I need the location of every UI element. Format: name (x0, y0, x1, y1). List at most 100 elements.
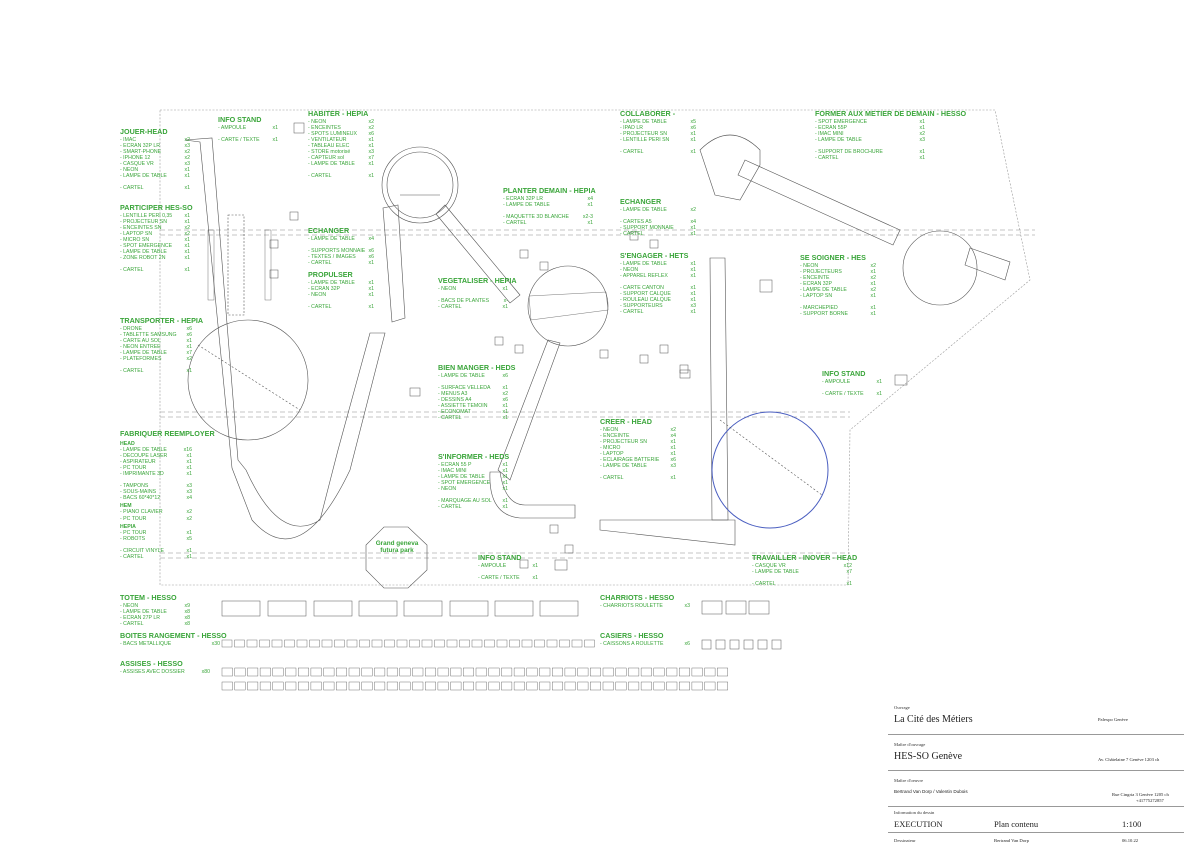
charriot-row (701, 600, 770, 615)
item-qty: x4 (587, 195, 593, 202)
storage-box (509, 639, 520, 648)
item-label: - ECRAN 32P (800, 280, 832, 287)
item-qty: x1 (368, 285, 374, 292)
seat (399, 681, 411, 691)
item-qty: x1 (502, 504, 508, 511)
item-qty: x1 (502, 408, 508, 415)
seating-rows (207, 229, 272, 301)
item-label: - CARTEL (815, 154, 839, 161)
item-label: - AMPOULE (218, 124, 247, 131)
item-qty: x1 (184, 173, 190, 180)
seat (234, 667, 246, 677)
item-qty: x3 (919, 136, 925, 143)
seat (361, 681, 373, 691)
item-qty: x1 (690, 224, 696, 231)
item-qty: x1 (690, 290, 696, 297)
item-qty: x1 (919, 148, 925, 155)
seat (374, 667, 386, 677)
item-qty: x1 (186, 452, 192, 459)
maitre-oeuvre-caption: Maître d'oeuvre (894, 778, 924, 783)
item-qty: x6 (368, 130, 374, 137)
storage-box (471, 639, 483, 648)
item-label: - PROJECTEUR SN (120, 218, 167, 225)
item-qty: x1 (919, 118, 925, 125)
seat (412, 681, 424, 691)
item-label: - CARTEL (120, 267, 144, 274)
item-label: - VENTILATEUR (308, 136, 347, 143)
seat (691, 667, 703, 677)
seat (679, 681, 690, 691)
seat (412, 667, 424, 677)
item-qty: x2 (368, 124, 374, 131)
seat (437, 681, 449, 691)
seat (564, 667, 576, 677)
item-row: - CARTE / TEXTE x1 (478, 575, 538, 581)
item-qty: x2 (870, 274, 876, 281)
storage-box (384, 639, 395, 648)
item-label: - NEON (308, 291, 327, 298)
item-label: - CARTEL (308, 303, 332, 310)
item-label: - CARTEL (120, 368, 144, 375)
item-label: - ECONOMAT (438, 408, 471, 415)
item-label: - APPAREL REFLEX (620, 272, 668, 279)
item-label: - SPOTS LUMINEUX (308, 130, 358, 137)
item-qty: x1 (186, 464, 192, 471)
seat (450, 667, 462, 677)
item-label: - CARTEL (438, 504, 462, 511)
storage-box (546, 639, 558, 648)
item-qty: x1 (532, 574, 538, 581)
seat (513, 667, 525, 677)
item-label: - BACS METALLIQUE (120, 640, 172, 647)
storage-box (534, 639, 545, 648)
section-title: TRAVAILLER - INOVER - HEAD (752, 553, 858, 562)
item-label: - CARTE CANTON (620, 284, 664, 291)
maitre-oeuvre-tel: +41775272857 (1136, 798, 1164, 803)
item-qty: x1 (368, 136, 374, 143)
item-label: - LAMPE DE TABLE (308, 161, 355, 168)
item-row: - VENTILATEUR x1 (308, 137, 374, 143)
seat (221, 667, 233, 677)
maitre-ouvrage: HES-SO Genève (894, 751, 963, 762)
section-title: FORMER AUX METIER DE DEMAIN - HESSO (815, 109, 967, 118)
item-qty: x2 (184, 154, 190, 161)
item-label: - NEON (620, 266, 639, 273)
item-label: - CARTE AU SOL (120, 337, 161, 344)
collaborer-module (699, 134, 1011, 306)
item-qty: x1 (532, 562, 538, 569)
item-label: - TEXTES / IMAGES (308, 253, 356, 260)
item-qty: x1 (502, 303, 508, 310)
item-label: - SUPPORTEURS (620, 303, 663, 310)
item-qty: x1 (184, 267, 190, 274)
seat (488, 667, 500, 677)
section-title: SE SOIGNER - HES (800, 253, 866, 262)
item-label: - CARTE / TEXTE (478, 574, 520, 581)
seat (463, 667, 474, 677)
item-label: - ENCEINTES SN (120, 224, 162, 231)
item-qty: x1 (690, 260, 696, 267)
section-title: CHARRIOTS - HESSO (600, 593, 675, 602)
storage-box (259, 639, 270, 648)
item-label: - LAMPE DE TABLE (120, 249, 167, 256)
item-label: - ECRAN 32P LR (503, 195, 543, 202)
item-label: - PROJECTEUR SN (600, 438, 647, 445)
item-label: - CARTEL (438, 303, 462, 310)
item-label: - LAMPE DE TABLE (620, 260, 667, 267)
